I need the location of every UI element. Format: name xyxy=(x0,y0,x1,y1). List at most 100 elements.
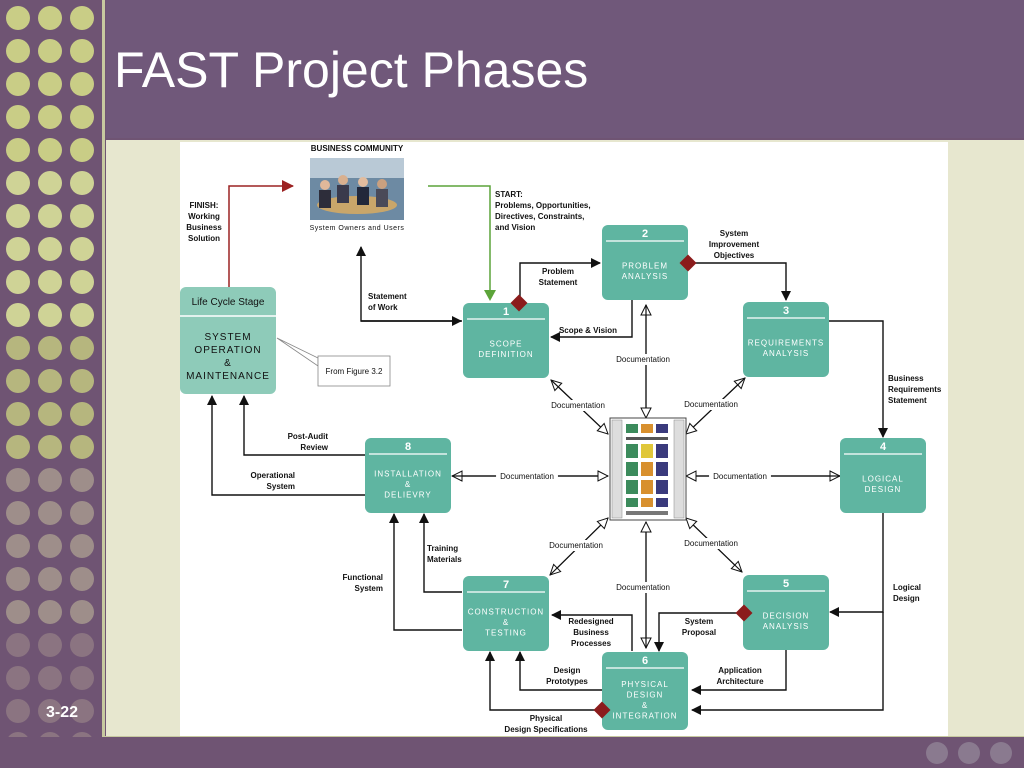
phase-label: CONSTRUCTION xyxy=(468,608,544,617)
decorative-dot xyxy=(6,270,30,294)
phase-box-rect xyxy=(602,225,688,300)
phase-box-rect xyxy=(840,438,926,513)
decorative-dot xyxy=(38,501,62,525)
title-bar xyxy=(106,0,1024,138)
phase-label: PROBLEM xyxy=(622,262,668,271)
decorative-dot xyxy=(6,435,30,459)
label-operational-system: System xyxy=(267,482,295,491)
phase-label: DECISION xyxy=(763,612,810,621)
repository-icon xyxy=(609,417,687,521)
phase-label: DESIGN xyxy=(627,691,664,700)
decorative-dot xyxy=(70,138,94,162)
flow-redesigned-processes xyxy=(551,610,633,651)
decorative-dot xyxy=(70,567,94,591)
label-physical-design-specifications: Physical xyxy=(530,714,562,723)
start-label-line: Problems, Opportunities, xyxy=(495,201,591,210)
decorative-dot xyxy=(38,39,62,63)
label-documentation: Documentation xyxy=(551,401,605,410)
flow-problem-statement xyxy=(519,258,601,302)
decorative-dot xyxy=(70,534,94,558)
phase-boxes: 1SCOPEDEFINITION2PROBLEMANALYSIS3REQUIRE… xyxy=(365,225,926,730)
phase-label: & xyxy=(642,701,648,710)
lifecycle-line: & xyxy=(224,358,232,369)
decorative-dot xyxy=(6,105,30,129)
phase-label: ANALYSIS xyxy=(763,349,810,358)
decorative-dot xyxy=(6,39,30,63)
decorative-dot xyxy=(6,6,30,30)
label-documentation: Documentation xyxy=(549,541,603,550)
decorative-dot xyxy=(70,336,94,360)
label-system-improvement: Improvement xyxy=(709,240,760,249)
phase-box-rect xyxy=(602,652,688,730)
label-logical-design: Logical xyxy=(893,583,921,592)
decorative-dot xyxy=(926,742,948,764)
label-documentation: Documentation xyxy=(684,400,738,409)
label-training-materials: Materials xyxy=(427,555,462,564)
phase-box-rect xyxy=(463,303,549,378)
slide-title: FAST Project Phases xyxy=(114,42,589,98)
label-system-proposal: Proposal xyxy=(682,628,716,637)
flow-application-architecture xyxy=(691,650,787,695)
divider-vertical xyxy=(102,0,105,737)
label-documentation: Documentation xyxy=(500,472,554,481)
label-business-requirements: Business xyxy=(888,374,924,383)
phase-box-rect xyxy=(743,302,829,377)
decorative-dot xyxy=(6,567,30,591)
flow-functional-system xyxy=(389,513,462,631)
decorative-dot xyxy=(38,633,62,657)
decorative-dot xyxy=(6,336,30,360)
decorative-dot xyxy=(38,369,62,393)
phase-box-rect xyxy=(743,575,829,650)
label-functional-system: Functional xyxy=(343,573,383,582)
phase-number: 8 xyxy=(405,441,411,453)
finish-label-line: Solution xyxy=(188,234,220,243)
phase-label: PHYSICAL xyxy=(621,680,669,689)
decorative-dot xyxy=(70,171,94,195)
label-redesigned-processes: Business xyxy=(573,628,609,637)
business-community-heading: BUSINESS COMMUNITY xyxy=(311,144,404,153)
label-redesigned-processes: Redesigned xyxy=(568,617,613,626)
phase-number: 1 xyxy=(503,306,509,318)
decorative-dot xyxy=(70,633,94,657)
label-problem-statement: Problem xyxy=(542,267,574,276)
decorative-dot xyxy=(6,534,30,558)
decorative-dot xyxy=(70,39,94,63)
phase-label: LOGICAL xyxy=(862,475,904,484)
slide-number: 3-22 xyxy=(46,704,79,721)
start-arrowhead xyxy=(484,290,496,301)
decorative-dot xyxy=(70,600,94,624)
phase-label: ANALYSIS xyxy=(622,272,669,281)
decorative-dot xyxy=(38,72,62,96)
business-people-photo xyxy=(310,158,404,220)
phase-label: DELIEVRY xyxy=(384,491,431,500)
decorative-dot xyxy=(6,369,30,393)
label-design-prototypes: Design xyxy=(554,666,581,675)
label-business-requirements: Statement xyxy=(888,396,927,405)
phase-label: SCOPE xyxy=(489,340,522,349)
phase-box-rect xyxy=(365,438,451,513)
phase-number: 5 xyxy=(783,578,789,590)
label-statement-of-work: of Work xyxy=(368,303,398,312)
decorative-dot xyxy=(70,369,94,393)
label-training-materials: Training xyxy=(427,544,458,553)
decorative-dot xyxy=(6,138,30,162)
decorative-dot xyxy=(6,699,30,723)
flow-training-materials xyxy=(419,513,462,593)
flow-logical-design-to-5 xyxy=(829,513,884,617)
label-application-architecture: Application xyxy=(718,666,762,675)
lifecycle-line: OPERATION xyxy=(194,345,261,356)
label-post-audit: Post-Audit xyxy=(288,432,329,441)
label-documentation: Documentation xyxy=(616,583,670,592)
flow-system-proposal xyxy=(654,612,744,652)
decorative-dot xyxy=(38,105,62,129)
business-community-caption: System Owners and Users xyxy=(310,225,405,232)
decorative-dot xyxy=(38,534,62,558)
callout-text: From Figure 3.2 xyxy=(326,367,383,376)
label-documentation-bg xyxy=(612,354,674,365)
